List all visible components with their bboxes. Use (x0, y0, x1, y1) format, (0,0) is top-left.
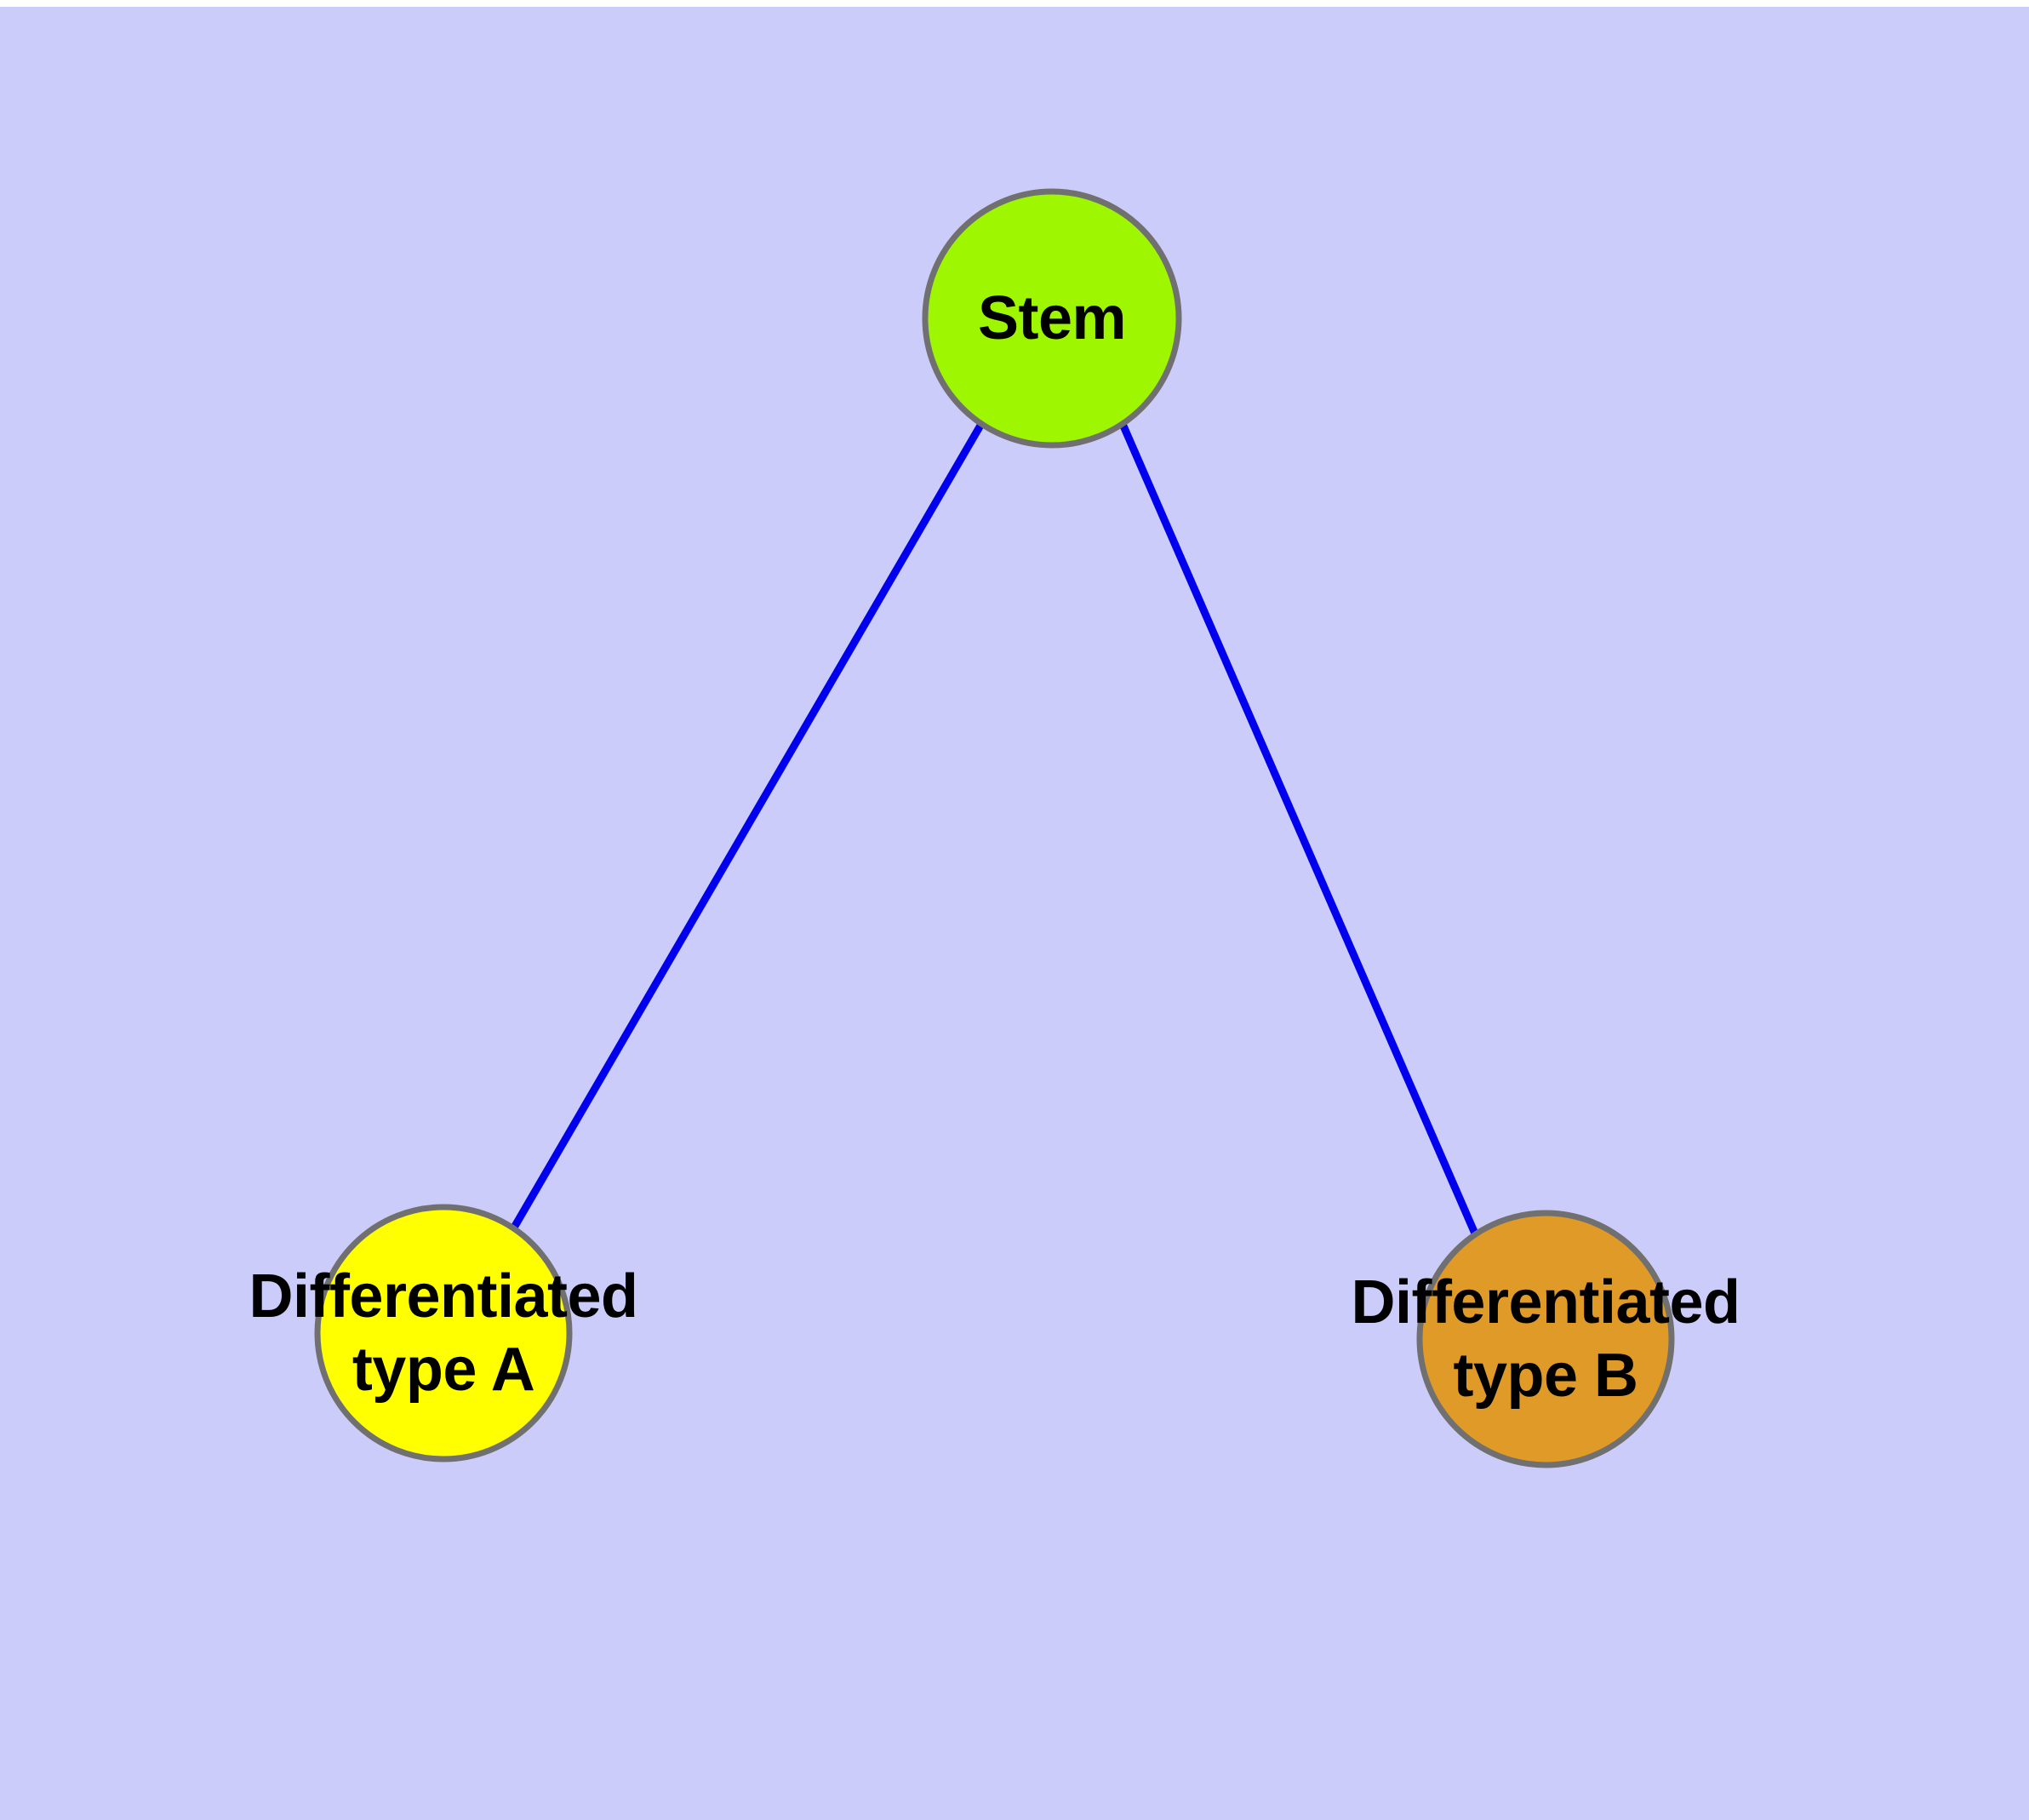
node-differentiated-type-b[interactable] (1416, 1210, 1675, 1468)
node-layer (314, 188, 1675, 1468)
edge-stem-to-diff-b (1118, 422, 1479, 1235)
diagram-plot-area: Stem Differentiated type A Differentiate… (0, 7, 2029, 1820)
node-differentiated-type-a[interactable] (314, 1204, 573, 1462)
edge-layer (511, 421, 1479, 1235)
graph-svg (314, 188, 1675, 1468)
node-stem[interactable] (922, 188, 1182, 449)
edge-stem-to-diff-a (511, 421, 985, 1230)
